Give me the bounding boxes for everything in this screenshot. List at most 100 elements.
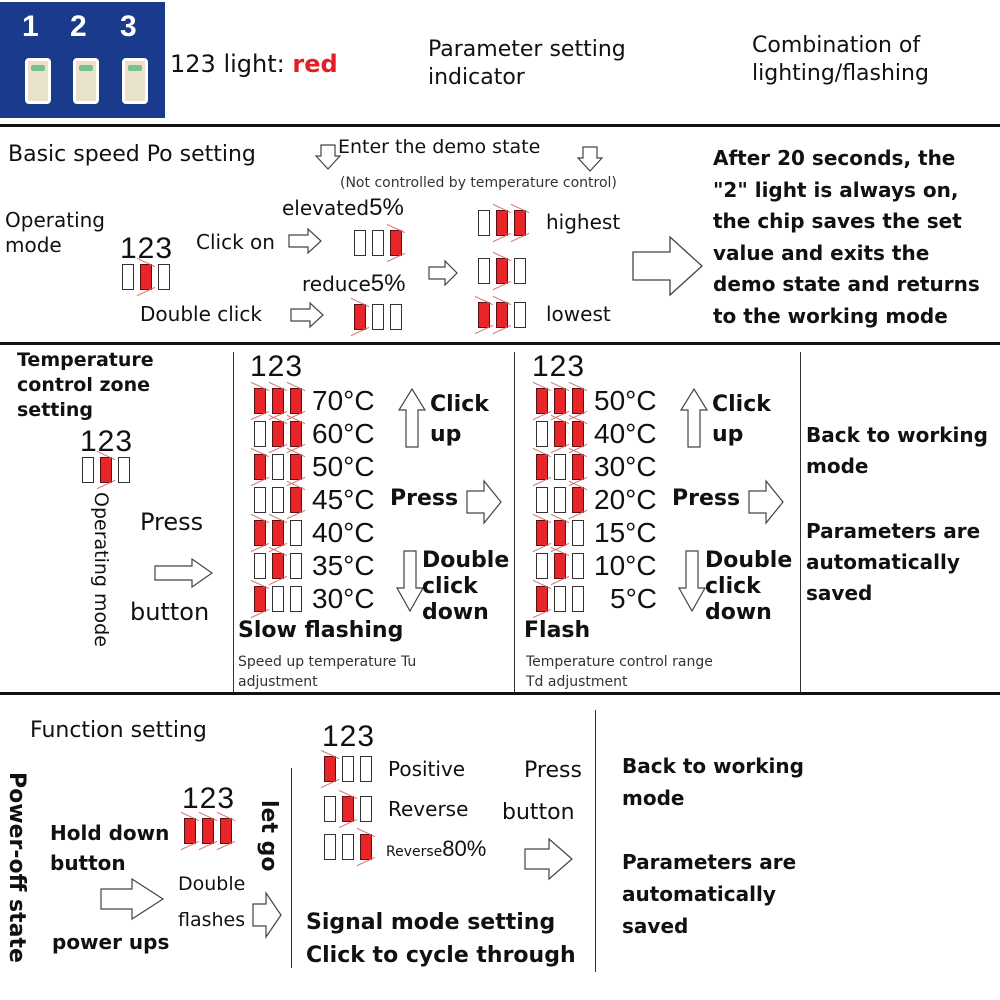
temperature-value: 5°C xyxy=(610,583,657,614)
led-on xyxy=(184,818,196,844)
led-digits: 123 xyxy=(532,350,586,383)
label-line: mode xyxy=(5,233,62,257)
header-line: lighting/flashing xyxy=(752,60,929,86)
led-on xyxy=(290,487,302,513)
temperature-value: 20°C xyxy=(594,484,657,515)
arrow-right-icon xyxy=(428,259,458,287)
led-group-row xyxy=(536,388,584,414)
label-line: Parameters are xyxy=(806,519,981,543)
led-on xyxy=(254,454,266,480)
demo-result-text: After 20 seconds, the "2" light is alway… xyxy=(713,143,980,332)
led-group-row xyxy=(536,421,584,447)
press-label: Press xyxy=(524,758,582,783)
divider xyxy=(0,124,1000,127)
button-label: button xyxy=(502,800,575,825)
temperature-value: 40°C xyxy=(312,517,375,548)
header-line: Parameter setting xyxy=(428,37,626,62)
result-line: the chip saves the set xyxy=(713,209,962,233)
label-line: Double xyxy=(178,873,246,895)
light-color-word: red xyxy=(292,50,338,78)
led-group-current xyxy=(122,264,170,290)
title-line: Temperature xyxy=(17,349,154,371)
led-on xyxy=(254,388,266,414)
led-off xyxy=(372,304,384,330)
slow-flashing-label: Slow flashing xyxy=(238,618,404,643)
reverse-label: Reverse xyxy=(388,797,469,821)
led-off xyxy=(342,756,354,782)
reduce-label: reduce5% xyxy=(302,270,405,298)
led-on xyxy=(496,258,508,284)
label-line: Back to working xyxy=(806,423,988,447)
temperature-value: 70°C xyxy=(312,385,375,416)
label-line: click xyxy=(705,574,761,599)
tu-caption: Speed up temperature Tu adjustment xyxy=(238,652,416,692)
arrow-right-icon xyxy=(466,479,502,525)
arrow-down-icon xyxy=(395,550,425,613)
led-on xyxy=(272,553,284,579)
caption-line: adjustment xyxy=(238,674,318,690)
header-line: indicator xyxy=(428,64,525,90)
section-title-basic-speed: Basic speed Po setting xyxy=(8,142,256,167)
arrow-down-icon xyxy=(576,146,604,172)
temperature-value: 50°C xyxy=(312,451,375,482)
temperature-value: 60°C xyxy=(312,418,375,449)
demo-state-label: Enter the demo state xyxy=(338,136,541,158)
pcb-digit: 3 xyxy=(120,10,137,43)
led-group-row xyxy=(254,454,302,480)
highest-label: highest xyxy=(546,210,621,234)
hold-down-button-label: Hold down button xyxy=(50,818,169,878)
led-on xyxy=(554,520,566,546)
divider xyxy=(0,342,1000,345)
label-line: automatically xyxy=(806,550,960,574)
label-line: Double xyxy=(422,548,510,573)
arrow-up-icon xyxy=(397,387,427,448)
led-group-reverse xyxy=(324,796,372,822)
divider-vertical xyxy=(291,768,292,968)
label-line: saved xyxy=(622,914,689,938)
led-on xyxy=(536,388,548,414)
caption-line: Speed up temperature Tu xyxy=(238,654,417,670)
led-group-row xyxy=(536,454,584,480)
label-line: click xyxy=(422,574,478,599)
led-on xyxy=(390,230,402,256)
label-line: saved xyxy=(806,581,873,605)
led-group-lowest xyxy=(478,302,526,328)
led-digits: 123 xyxy=(250,350,304,383)
temperature-value: 45°C xyxy=(312,484,375,515)
pcb-digit: 2 xyxy=(70,10,87,43)
led-off xyxy=(324,834,336,860)
label-line: Double xyxy=(705,548,793,573)
led-on xyxy=(514,210,526,236)
light-color-label: 123 light: red xyxy=(170,50,338,78)
led-on xyxy=(254,586,266,612)
led-on xyxy=(554,388,566,414)
led-on xyxy=(572,421,584,447)
led-group-hold xyxy=(184,818,232,844)
led-on xyxy=(100,457,112,483)
back-to-working-mode: Back to working mode xyxy=(806,420,988,482)
divider-vertical xyxy=(800,352,801,692)
percent-text: 5% xyxy=(369,194,404,221)
positive-label: Positive xyxy=(388,757,466,781)
led-on xyxy=(478,302,490,328)
column-header-combination: Combination of lighting/flashing xyxy=(752,32,929,87)
arrow-down-icon xyxy=(677,550,707,613)
led-on xyxy=(342,796,354,822)
led-chip xyxy=(25,58,51,104)
arrow-right-icon xyxy=(100,877,165,921)
label-line: Hold down xyxy=(50,821,170,845)
led-group-middle xyxy=(478,258,526,284)
led-group-row xyxy=(254,388,302,414)
led-on xyxy=(360,834,372,860)
temperature-value: 15°C xyxy=(594,517,657,548)
label-line: automatically xyxy=(622,882,776,906)
led-off xyxy=(514,302,526,328)
result-line: After 20 seconds, the xyxy=(713,146,956,170)
led-on xyxy=(536,586,548,612)
lowest-label: lowest xyxy=(546,302,611,326)
temperature-value: 35°C xyxy=(312,550,375,581)
led-on xyxy=(220,818,232,844)
divider-vertical xyxy=(514,352,515,692)
led-off xyxy=(290,520,302,546)
press-label: Press xyxy=(672,486,741,511)
